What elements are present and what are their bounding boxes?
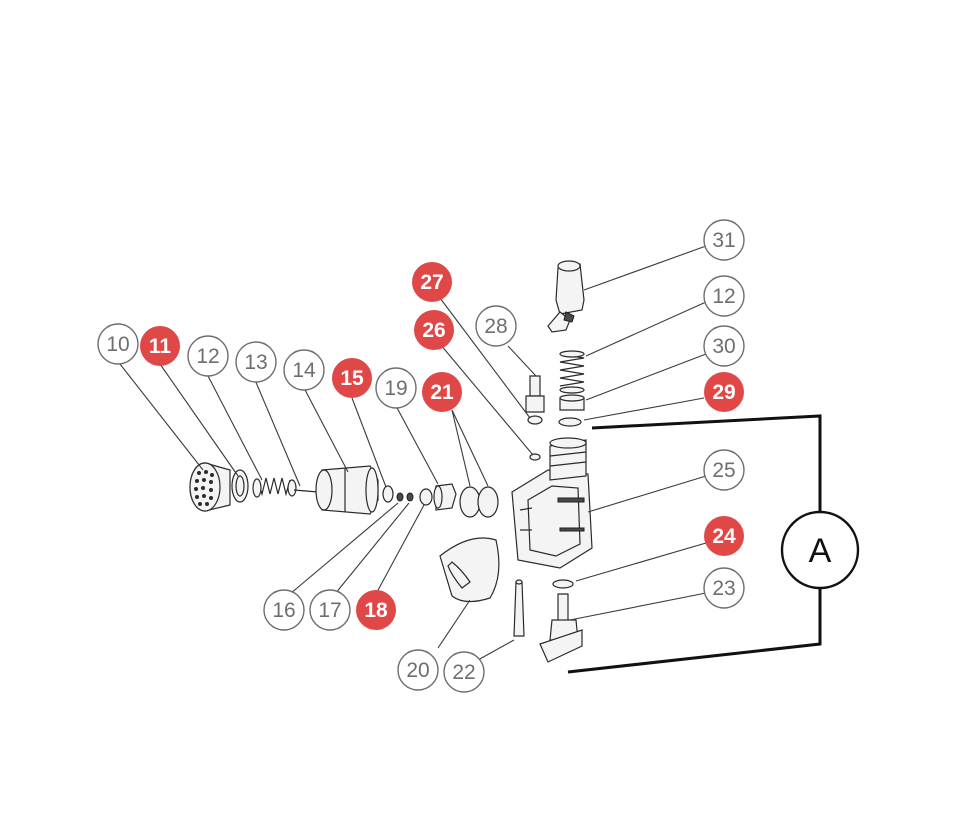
svg-text:25: 25 — [712, 459, 735, 482]
svg-text:17: 17 — [318, 599, 341, 622]
callout-22: 22 — [443, 651, 485, 693]
svg-text:21: 21 — [430, 381, 454, 404]
part-22-rod — [513, 579, 525, 637]
part-12-spring-left — [252, 477, 297, 498]
svg-text:11: 11 — [149, 335, 172, 358]
callout-30: 30 — [703, 325, 745, 367]
callout-18: 18 — [356, 590, 396, 630]
callout-12-left: 12 — [187, 335, 229, 377]
callout-31: 31 — [703, 219, 745, 261]
part-10-strainer — [189, 462, 231, 512]
callout-20: 20 — [397, 649, 439, 691]
part-18-washer — [419, 488, 433, 506]
svg-text:23: 23 — [712, 577, 735, 600]
callout-19: 19 — [375, 367, 417, 409]
parts-left-assembly — [189, 462, 525, 637]
part-30-cup — [559, 394, 585, 411]
parts-main-body — [511, 260, 593, 663]
assembly-circle — [780, 510, 860, 590]
svg-text:15: 15 — [340, 367, 364, 390]
assembly-label: A — [809, 532, 832, 570]
callout-17: 17 — [309, 589, 351, 631]
callout-27: 27 — [412, 262, 452, 302]
callout-14: 14 — [283, 349, 325, 391]
callout-29: 29 — [704, 372, 744, 412]
svg-text:26: 26 — [422, 319, 445, 342]
svg-text:18: 18 — [364, 599, 388, 622]
svg-text:19: 19 — [384, 377, 407, 400]
callout-28: 28 — [475, 305, 517, 347]
callout-13: 13 — [235, 341, 277, 383]
callout-24: 24 — [704, 516, 744, 556]
svg-text:10: 10 — [106, 333, 129, 356]
assembly-bracket: A — [567, 414, 860, 674]
part-28-fitting — [525, 375, 545, 413]
part-21-orings — [459, 486, 499, 518]
callout-15: 15 — [332, 358, 372, 398]
svg-text:31: 31 — [712, 229, 735, 252]
svg-text:22: 22 — [452, 661, 475, 684]
svg-text:30: 30 — [712, 335, 735, 358]
svg-text:20: 20 — [406, 659, 429, 682]
svg-text:16: 16 — [272, 599, 295, 622]
part-25-main-body — [511, 437, 593, 569]
svg-text:24: 24 — [712, 525, 736, 548]
callout-21: 21 — [422, 372, 462, 412]
part-13-pin — [293, 489, 319, 493]
callouts: 10 11 12 13 14 15 19 21 16 17 18 — [97, 219, 745, 693]
part-29-oring — [558, 417, 582, 427]
callout-11: 11 — [140, 326, 180, 366]
callout-23: 23 — [703, 567, 745, 609]
part-14-housing — [315, 465, 379, 515]
leader-lines — [119, 245, 707, 661]
svg-text:27: 27 — [420, 271, 443, 294]
part-31-top-valve — [547, 260, 585, 333]
part-15-ring — [382, 485, 394, 503]
part-20-pad — [439, 537, 500, 603]
callout-10: 10 — [97, 323, 139, 365]
svg-text:14: 14 — [292, 359, 316, 382]
svg-text:13: 13 — [244, 351, 267, 374]
part-24-oring — [552, 579, 574, 589]
part-23-plug — [539, 593, 583, 663]
part-11-ring — [231, 469, 249, 503]
callout-26: 26 — [414, 310, 454, 350]
part-26-small-ring — [529, 453, 541, 461]
callout-12-right: 12 — [703, 275, 745, 317]
svg-text:28: 28 — [484, 315, 507, 338]
svg-text:12: 12 — [196, 345, 219, 368]
part-27-ring — [527, 415, 543, 425]
svg-text:29: 29 — [712, 381, 735, 404]
part-16-17-small-parts — [396, 492, 414, 502]
callout-25: 25 — [703, 449, 745, 491]
callout-16: 16 — [263, 589, 305, 631]
part-12-spring-right — [559, 350, 585, 394]
svg-text:12: 12 — [712, 285, 735, 308]
part-19-valve — [433, 483, 457, 511]
